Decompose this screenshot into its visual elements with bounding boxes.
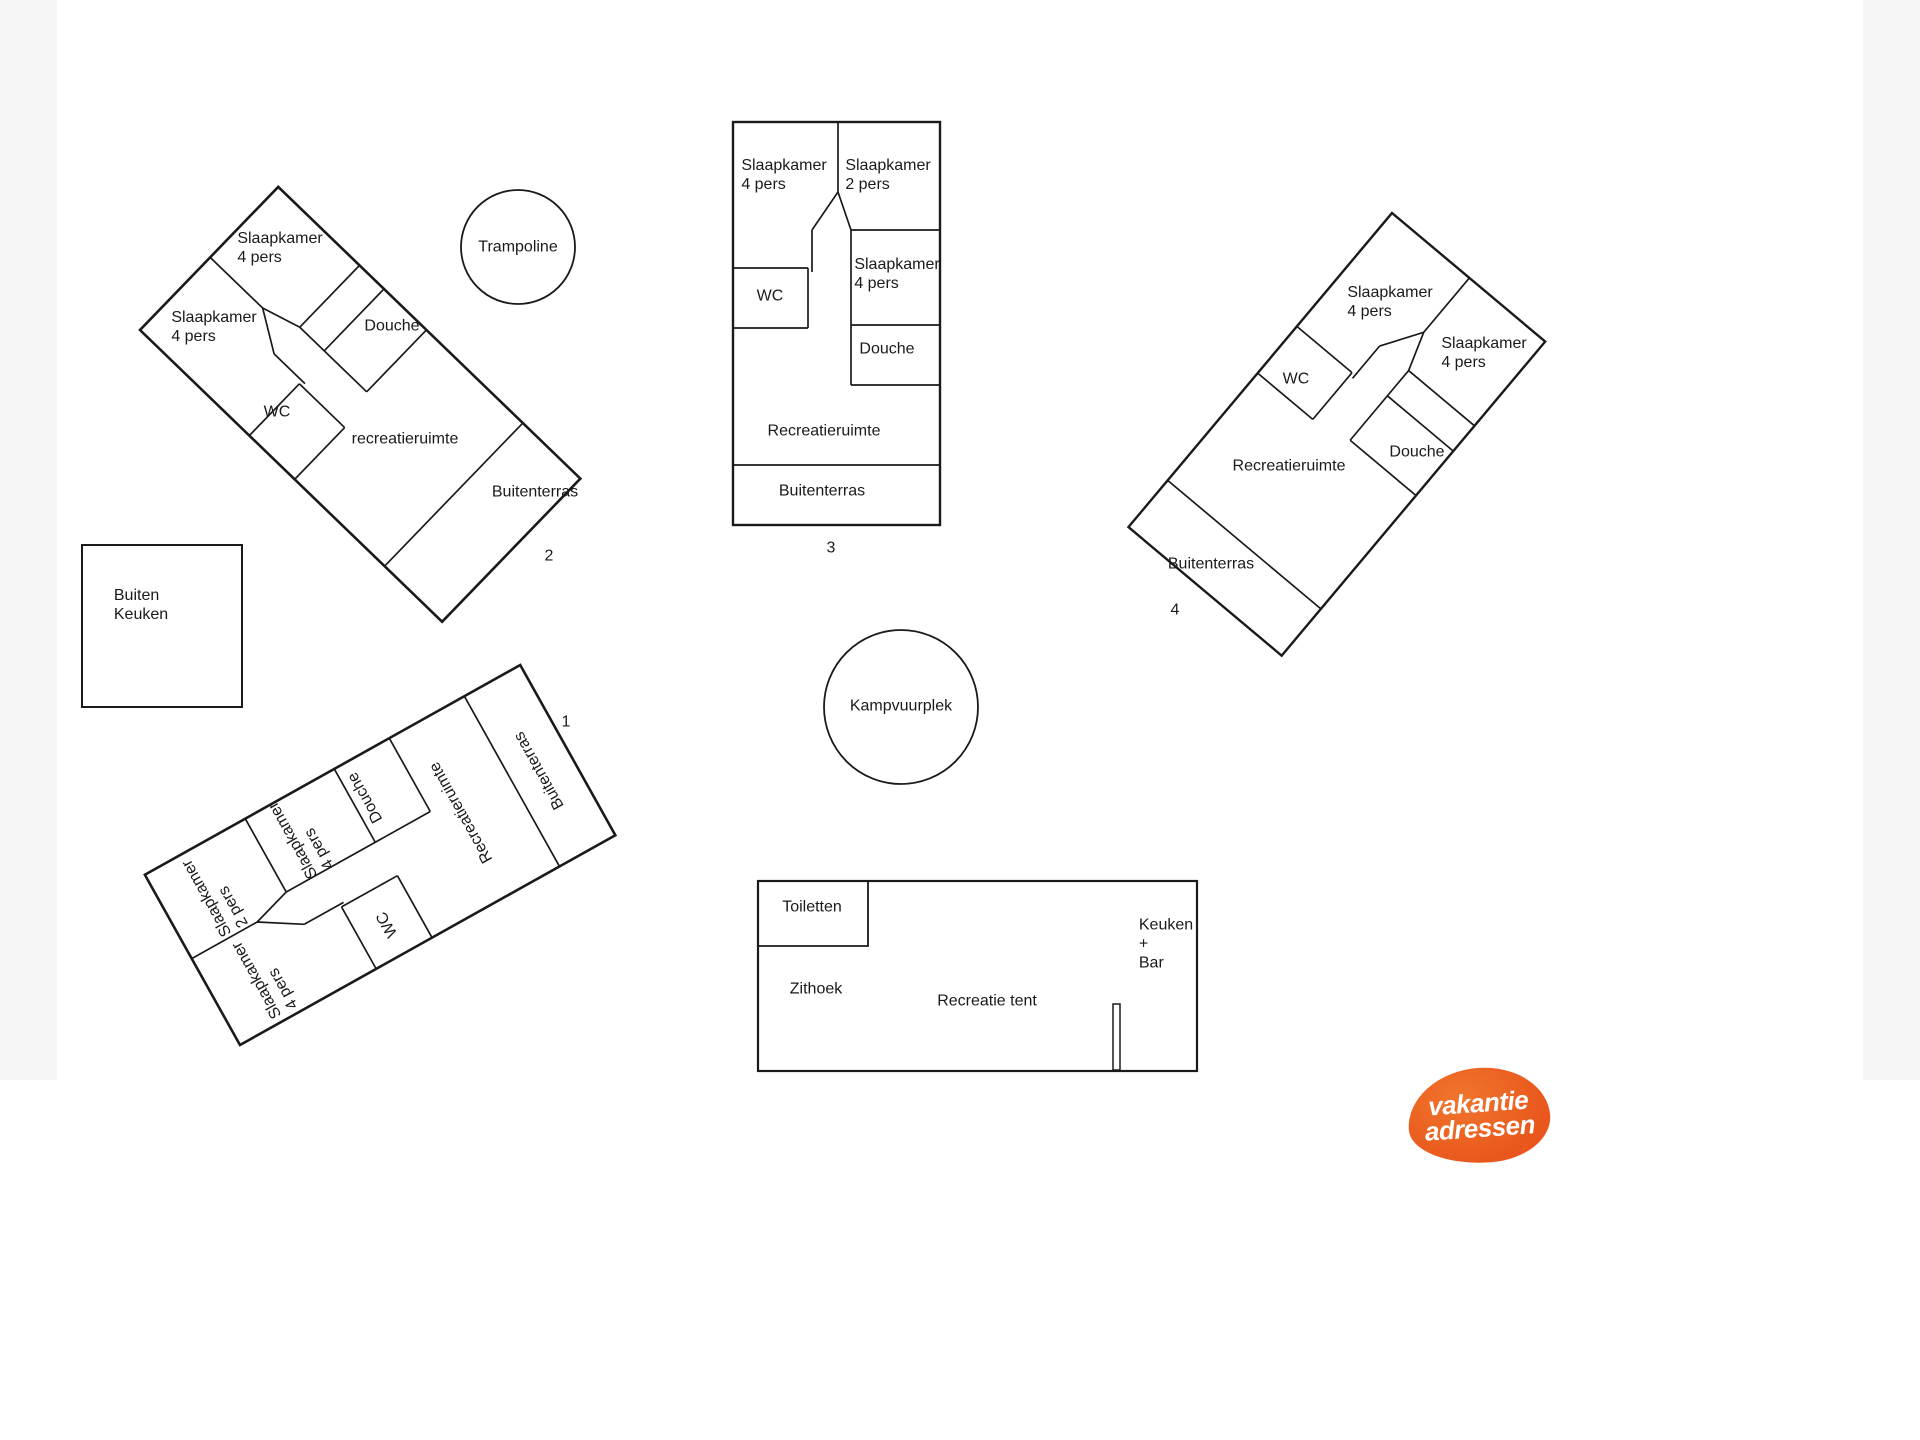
b3-label-recreatieruimte: Recreatieruimte (767, 422, 881, 440)
b3-number: 3 (826, 539, 836, 557)
b4-label-slaapkamer-4-top: Slaapkamer 4 pers (1347, 284, 1433, 320)
kampvuurplek-label: Kampvuurplek (849, 697, 953, 715)
b1-number: 1 (561, 713, 571, 731)
right-margin-band (1863, 0, 1920, 1080)
b2-label-slaapkamer-4-top: Slaapkamer 4 pers (237, 230, 323, 266)
building-4-outline (1126, 211, 1547, 658)
recreatie-tent-outline (756, 879, 1199, 1073)
buiten-keuken-outline (81, 544, 243, 708)
left-margin-band (0, 0, 57, 1080)
b4-label-douche: Douche (1389, 443, 1445, 461)
buiten-keuken-label: Buiten Keuken (113, 587, 169, 623)
tent-label-keuken-bar: Keuken + Bar (1138, 916, 1194, 972)
b4-label-buitenterras: Buitenterras (1167, 555, 1255, 573)
kampvuurplek-circle (823, 629, 979, 785)
b3-label-slaapkamer-2: Slaapkamer 2 pers (845, 157, 931, 193)
building-1-outline (143, 663, 618, 1047)
b4-label-slaapkamer-4-right: Slaapkamer 4 pers (1441, 335, 1527, 371)
b2-label-slaapkamer-4-left: Slaapkamer 4 pers (171, 309, 257, 345)
b2-label-buitenterras: Buitenterras (491, 483, 579, 501)
b4-number: 4 (1170, 601, 1180, 619)
b3-label-slaapkamer-4-left: Slaapkamer 4 pers (741, 157, 827, 193)
trampoline-circle (460, 189, 576, 305)
b3-label-slaapkamer-4-right: Slaapkamer 4 pers (854, 256, 940, 292)
b3-label-wc: WC (756, 287, 784, 305)
building-3-outline (731, 120, 942, 527)
b2-number: 2 (544, 547, 554, 565)
building-2-outline (138, 185, 583, 624)
b4-label-recreatieruimte: Recreatieruimte (1232, 457, 1346, 475)
b2-label-douche: Douche (364, 317, 420, 335)
trampoline-label: Trampoline (478, 238, 558, 256)
b3-label-buitenterras: Buitenterras (778, 482, 866, 500)
b2-label-wc: WC (263, 403, 291, 421)
tent-label-recreatie-tent: Recreatie tent (937, 992, 1037, 1010)
tent-label-toiletten: Toiletten (782, 898, 842, 916)
b3-label-douche: Douche (859, 340, 915, 358)
b2-label-recreatieruimte: recreatieruimte (351, 430, 459, 448)
logo-line2: adressen (1423, 1108, 1536, 1147)
tent-label-zithoek: Zithoek (789, 980, 843, 998)
b4-label-wc: WC (1282, 370, 1310, 388)
tent-door-mark (1112, 1003, 1121, 1071)
